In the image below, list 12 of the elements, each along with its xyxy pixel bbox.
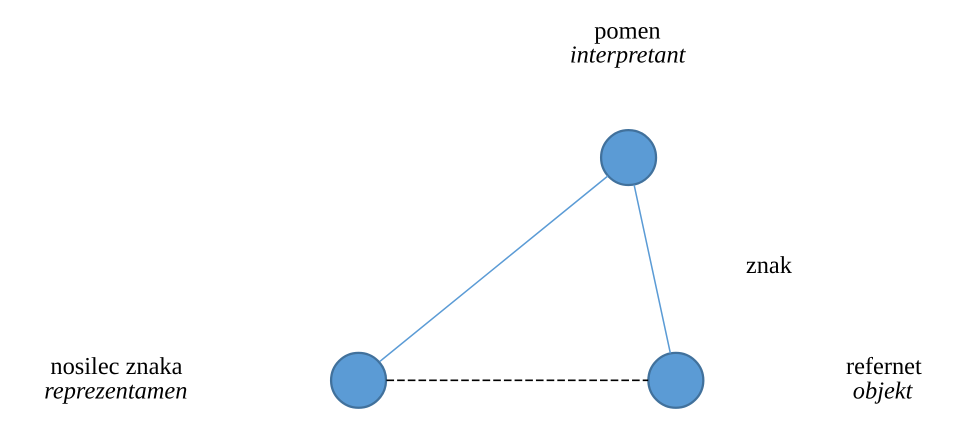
connector xyxy=(386,380,648,382)
node-label: nosilec znaka xyxy=(50,352,182,380)
node-label: reprezentamen xyxy=(44,377,188,404)
node-label: objekt xyxy=(852,377,912,404)
node-circle xyxy=(647,352,704,409)
node-label: refernet xyxy=(846,352,922,380)
node-circle xyxy=(600,128,658,186)
label: znak xyxy=(746,252,792,280)
connector xyxy=(633,184,672,354)
node-label: pomen xyxy=(594,17,661,44)
node-circle xyxy=(330,352,388,409)
connector xyxy=(379,175,608,362)
